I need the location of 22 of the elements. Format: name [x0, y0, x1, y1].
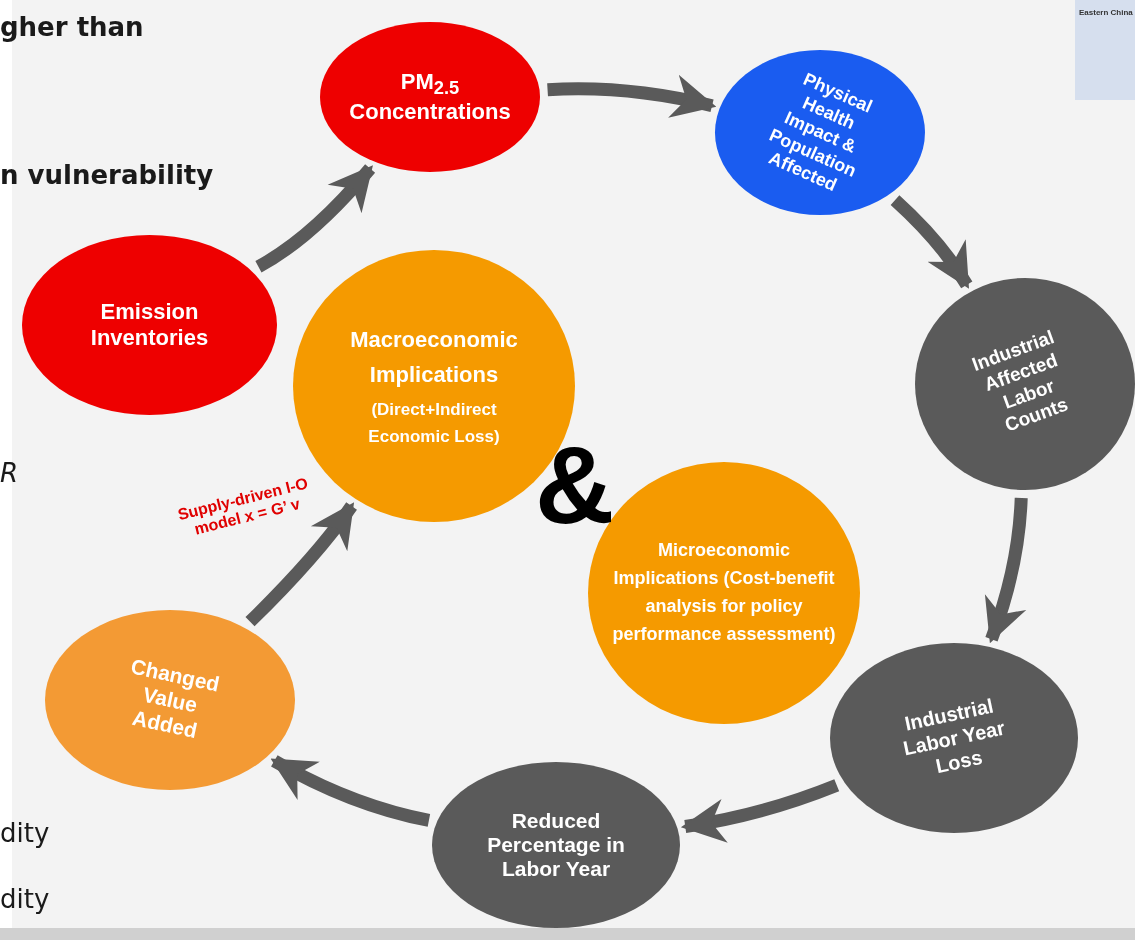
- curved-arrow: [270, 755, 431, 827]
- node-text: Microeconomic Implications (Cost-benefit analysis for policy performance assessment): [611, 539, 837, 646]
- slide-text: dity: [0, 818, 50, 848]
- curved-arrow: [890, 195, 973, 289]
- curved-arrow: [245, 502, 357, 627]
- slide-text: gher than: [0, 12, 144, 42]
- slide-text: R: [0, 458, 19, 488]
- node-text: Reduced Percentage in Labor Year: [486, 808, 626, 882]
- node-text: Industrial Labor Year Loss: [900, 693, 1008, 780]
- node-text: Changed Value Added: [127, 653, 223, 745]
- map-title: Eastern China: [1079, 8, 1133, 17]
- curved-arrow: [984, 497, 1028, 644]
- curved-arrow: [547, 75, 717, 119]
- node-text: Macroeconomic Implications: [349, 325, 519, 389]
- slide-text: dity: [0, 884, 50, 914]
- node-text: (Direct+Indirect Economic Loss): [367, 399, 501, 449]
- node-text: Emission Inventories: [89, 298, 210, 352]
- curved-arrow: [255, 164, 376, 273]
- ampersand: &: [535, 430, 615, 540]
- slide-text: n vulnerability: [0, 160, 214, 190]
- curved-arrow: [680, 779, 840, 843]
- node-text: PM$_{2.5}$ Concentrations: [348, 68, 512, 126]
